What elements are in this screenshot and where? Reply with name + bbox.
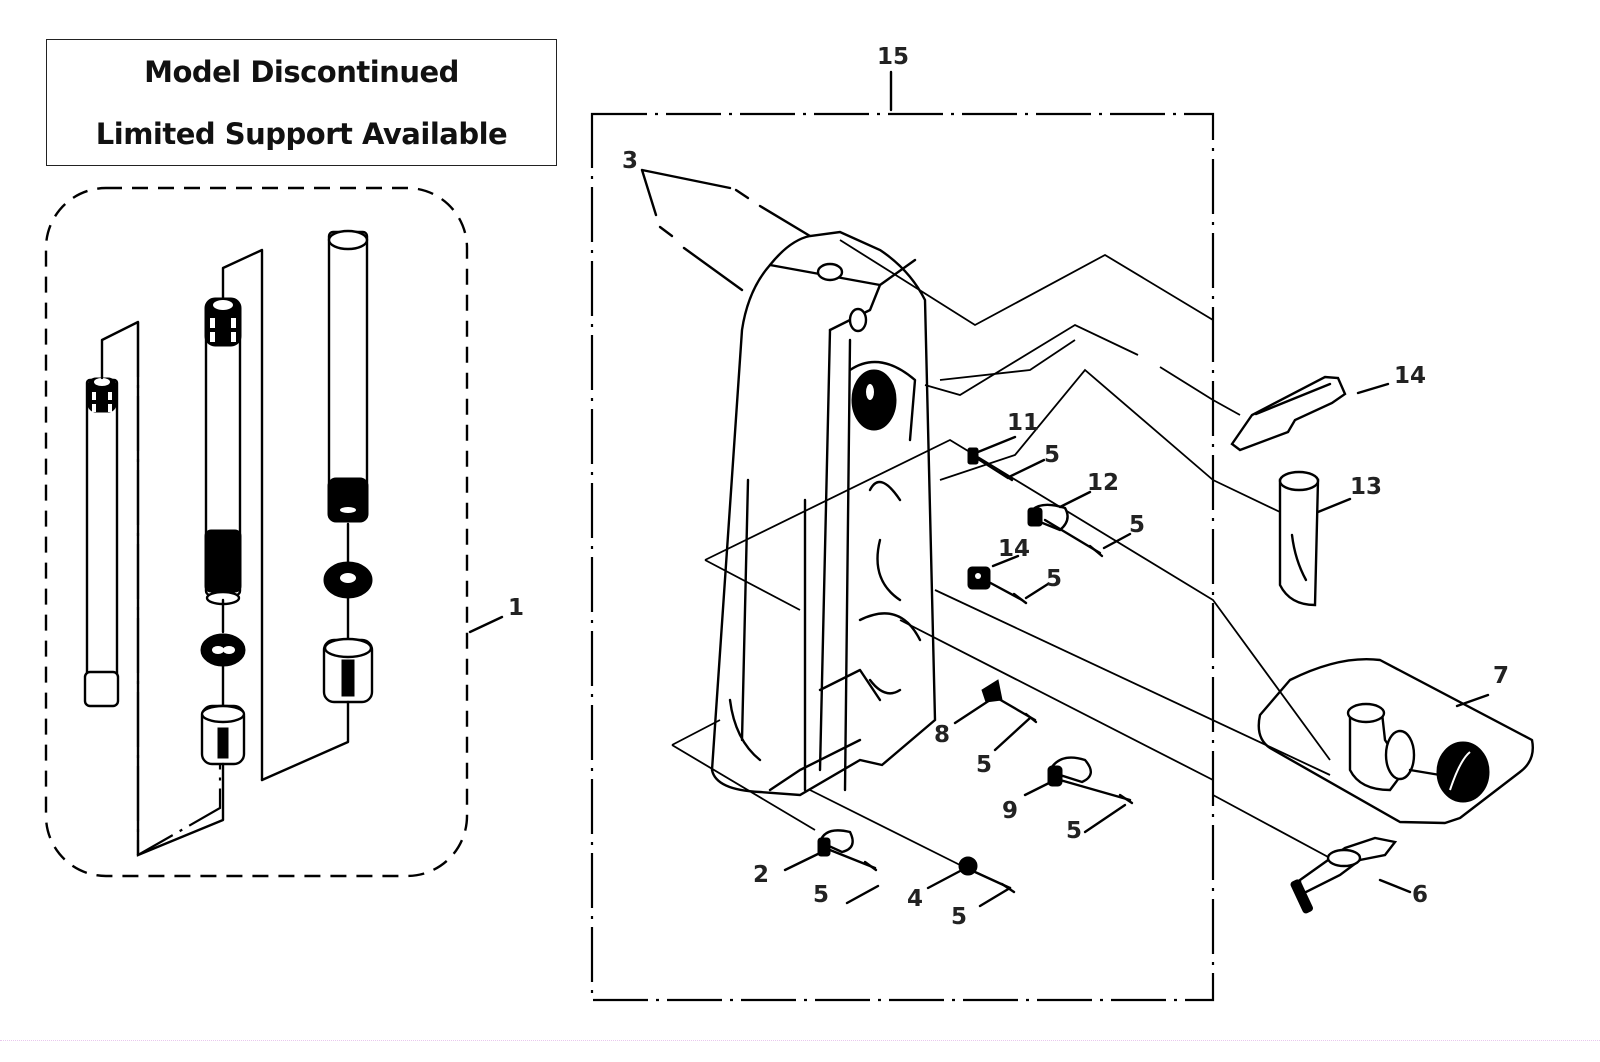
elbow-9[interactable]	[1346, 702, 1416, 792]
elbow-fitting-6[interactable]	[1290, 836, 1398, 914]
callout-5-f[interactable]: 5	[813, 882, 829, 908]
screw-11[interactable]	[998, 470, 1014, 482]
leader-6	[1378, 878, 1412, 894]
leader-13	[1316, 497, 1352, 514]
leader-9	[1455, 693, 1490, 708]
screw-2[interactable]	[863, 860, 878, 872]
assembly-boundary	[590, 112, 1215, 1002]
callout-7[interactable]: 8	[934, 722, 950, 748]
cap-9[interactable]	[1436, 741, 1490, 803]
callout-14-a[interactable]: 14	[1394, 363, 1426, 389]
callout-4[interactable]: 4	[907, 886, 923, 912]
callout-9[interactable]: 7	[1493, 663, 1509, 689]
hose-wand-kit-group: 1	[44, 186, 524, 878]
callout-5-g[interactable]: 5	[951, 904, 967, 930]
notice-line-1: Model Discontinued	[144, 54, 459, 89]
hose-clip-12[interactable]	[1027, 503, 1069, 532]
callout-5-d[interactable]: 5	[976, 752, 992, 778]
o-ring-tall[interactable]	[323, 561, 373, 599]
spacer-11[interactable]	[967, 447, 979, 465]
leader-14-a	[1356, 382, 1390, 395]
callout-1[interactable]: 1	[508, 595, 524, 621]
wand-tube-short[interactable]	[83, 377, 120, 708]
callout-6[interactable]: 6	[1412, 882, 1428, 908]
callout-2[interactable]: 2	[753, 862, 769, 888]
coupler-middle[interactable]	[200, 704, 246, 766]
callout-12[interactable]: 12	[1087, 470, 1119, 496]
wand-tube-middle[interactable]	[204, 297, 242, 606]
leader-3	[640, 168, 732, 217]
callout-8[interactable]: 9	[1002, 798, 1018, 824]
bushing-4[interactable]	[958, 856, 978, 876]
o-ring-middle[interactable]	[200, 633, 246, 667]
rear-housing[interactable]	[710, 230, 937, 797]
screw-12[interactable]	[1088, 544, 1104, 558]
tool-holder-clip-14[interactable]	[967, 566, 991, 590]
callout-13[interactable]: 13	[1350, 474, 1382, 500]
discontinued-notice: Model Discontinued Limited Support Avail…	[46, 39, 557, 166]
crevice-tool-13[interactable]	[1278, 470, 1320, 607]
screw-8[interactable]	[1118, 793, 1134, 805]
callout-5-a[interactable]: 5	[1044, 442, 1060, 468]
callout-5-c[interactable]: 5	[1046, 566, 1062, 592]
callout-3[interactable]: 3	[622, 148, 638, 174]
footer-divider	[0, 1040, 1600, 1041]
wand-tube-tall[interactable]	[327, 229, 369, 523]
callout-5-e[interactable]: 5	[1066, 818, 1082, 844]
cord-clip-8[interactable]	[1047, 756, 1092, 787]
screw-3b[interactable]	[658, 225, 674, 238]
callout-11[interactable]: 11	[1007, 410, 1039, 436]
leader-1	[468, 615, 504, 634]
callout-14-b[interactable]: 14	[998, 536, 1030, 562]
tool-holder-14[interactable]	[1230, 375, 1347, 452]
screw-14[interactable]	[1012, 592, 1028, 605]
kit-boundary	[44, 186, 469, 878]
coupler-tall[interactable]	[322, 637, 374, 704]
rear-housing-assembly-group: 15 3	[590, 44, 1331, 1002]
screw-3a[interactable]	[734, 188, 750, 200]
callout-15[interactable]: 15	[877, 44, 909, 70]
kit-9-boundary	[1257, 658, 1534, 825]
elbow-cap-kit-9	[1257, 658, 1534, 825]
notice-line-2: Limited Support Available	[95, 116, 508, 151]
callout-5-b[interactable]: 5	[1129, 512, 1145, 538]
